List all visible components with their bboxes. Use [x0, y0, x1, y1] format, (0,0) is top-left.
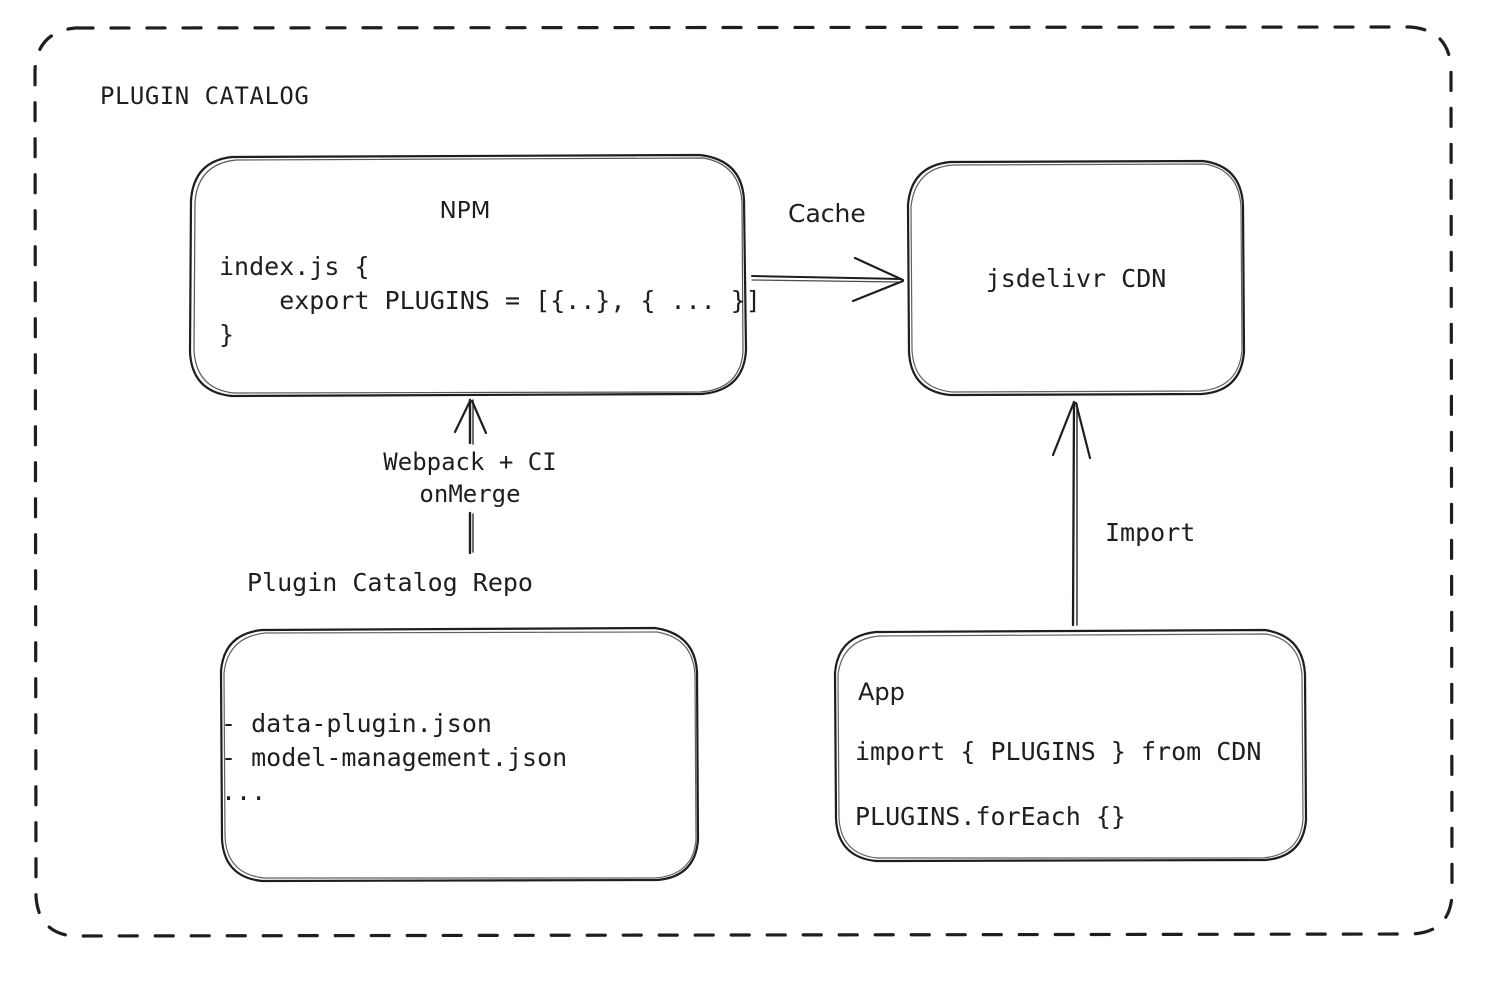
- webpack-edge-label: Webpack + CI onMerge: [383, 448, 557, 508]
- npm-node-code: index.js { export PLUGINS = [{..}, { ...…: [219, 252, 761, 349]
- app-node-code-foreach: PLUGINS.forEach {}: [855, 802, 1126, 831]
- import-edge-label: Import: [1105, 518, 1196, 547]
- cdn-node-label: jsdelivr CDN: [985, 264, 1167, 293]
- app-node-code-import: import { PLUGINS } from CDN: [855, 737, 1262, 766]
- page-title: PLUGIN CATALOG: [100, 82, 310, 110]
- repo-node-caption: Plugin Catalog Repo: [247, 568, 533, 597]
- repo-node-files: - data-plugin.json - model-management.js…: [221, 709, 568, 806]
- cache-arrow: [751, 256, 905, 303]
- cache-edge-label: Cache: [788, 199, 866, 228]
- npm-node-title: NPM: [439, 198, 491, 224]
- app-node-title: App: [858, 678, 905, 706]
- import-arrow: [1051, 400, 1092, 627]
